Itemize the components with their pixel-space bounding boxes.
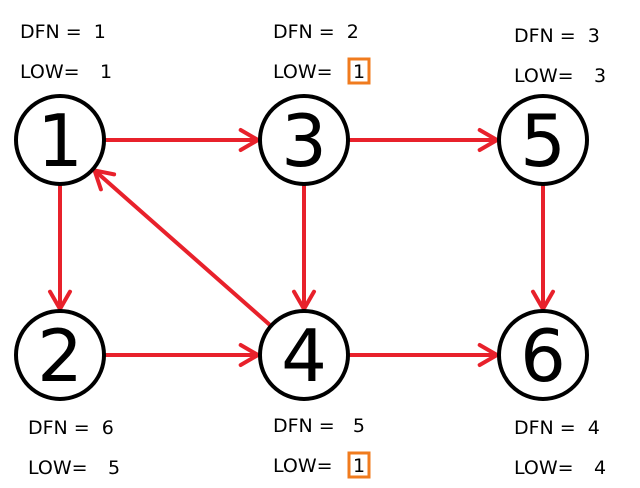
dfn-label: DFN = 3 [514,25,600,47]
node-5-info: DFN = 3 LOW= 3 [514,25,606,87]
node-5: 5 [497,94,589,186]
node-circle [258,309,350,401]
low-value: 4 [594,457,606,479]
node-label: 2 [37,314,83,398]
node-circle [497,309,589,401]
dfn-label: DFN = 2 [273,21,359,43]
low-label: LOW= [273,455,333,477]
node-label: 4 [281,314,327,398]
low-label: LOW= [273,61,333,83]
edge-4-to-6 [348,343,499,367]
edge-2-to-4 [104,343,260,367]
low-value: 1 [353,455,365,477]
dfn-label: DFN = 6 [28,417,114,439]
node-6-info: DFN = 4 LOW= 4 [514,417,606,479]
edge-1-to-3 [104,128,260,152]
node-4-info: DFN = 5 LOW= 1 [273,415,371,479]
low-label: LOW= [20,61,80,83]
nodes-layer: 1 3 5 2 4 6 [14,94,589,401]
dfn-label: DFN = 5 [273,415,365,437]
low-value: 5 [108,457,120,479]
dfn-label: DFN = 4 [514,417,600,439]
node-3-info: DFN = 2 LOW= 1 [273,21,371,85]
node-3: 3 [258,94,350,186]
low-label: LOW= [28,457,88,479]
node-label: 1 [37,99,83,183]
node-2-info: DFN = 6 LOW= 5 [28,417,120,479]
edge-3-to-4 [292,184,316,311]
node-label: 3 [281,99,327,183]
node-6: 6 [497,309,589,401]
edge-line [92,168,272,327]
node-label: 6 [520,314,566,398]
dfn-label: DFN = 1 [20,21,106,43]
node-circle [258,94,350,186]
edge-5-to-6 [531,184,555,311]
node-circle [14,309,106,401]
node-2: 2 [14,309,106,401]
node-1-info: DFN = 1 LOW= 1 [20,21,112,83]
low-value: 3 [594,65,606,87]
low-label: LOW= [514,65,574,87]
low-value: 1 [100,61,112,83]
low-value: 1 [353,61,365,83]
node-circle [14,94,106,186]
node-1: 1 [14,94,106,186]
low-highlight-box [347,451,371,479]
node-4: 4 [258,309,350,401]
edge-1-to-2 [48,184,72,311]
edge-3-to-5 [348,128,499,152]
node-label: 5 [520,99,566,183]
edge-4-to-1 [92,168,272,327]
node-circle [497,94,589,186]
low-highlight-box [347,57,371,85]
low-label: LOW= [514,457,574,479]
